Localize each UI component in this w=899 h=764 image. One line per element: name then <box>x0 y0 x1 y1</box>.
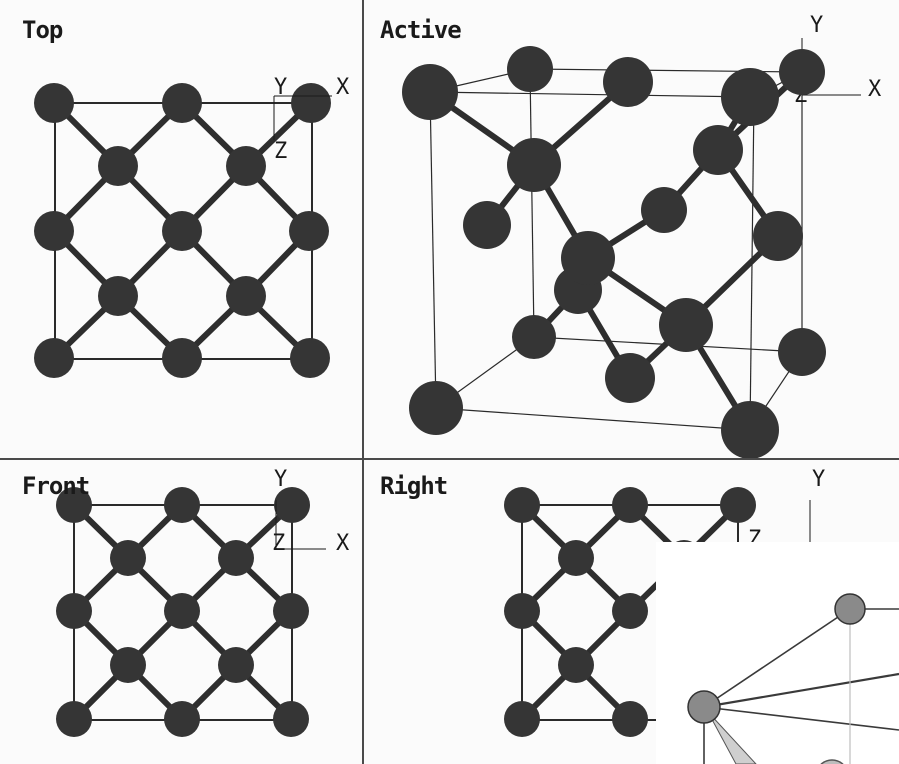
right-view-canvas: Y Z <box>504 467 899 764</box>
atom <box>612 701 648 737</box>
atom <box>721 401 779 458</box>
atom <box>558 540 594 576</box>
atom <box>56 593 92 629</box>
atom <box>56 701 92 737</box>
atom <box>162 338 202 378</box>
atom <box>34 211 74 251</box>
axis-y-label: Y <box>274 75 287 100</box>
atom <box>720 487 756 523</box>
atom <box>274 487 310 523</box>
atoms <box>504 487 756 737</box>
atom <box>753 211 803 261</box>
atom <box>504 487 540 523</box>
atoms <box>34 83 331 378</box>
viewport-active-label: Active <box>380 16 462 44</box>
atom <box>164 593 200 629</box>
atom <box>110 540 146 576</box>
atom <box>504 701 540 737</box>
atom <box>218 647 254 683</box>
active-view-canvas: X Y Z <box>402 13 882 458</box>
atom <box>110 647 146 683</box>
atom <box>273 593 309 629</box>
atom <box>641 187 687 233</box>
atom <box>507 46 553 92</box>
atom <box>561 231 615 285</box>
atom <box>779 49 825 95</box>
viewport-front-label: Front <box>22 472 90 500</box>
axis-gizmo: X Y Z <box>272 467 350 556</box>
atom <box>558 647 594 683</box>
viewport-front[interactable]: Front <box>0 460 362 764</box>
axis-x-label: X <box>336 75 350 100</box>
atom <box>98 146 138 186</box>
atom <box>507 138 561 192</box>
axis-z-label: Z <box>274 139 287 164</box>
atom <box>290 338 330 378</box>
axis-z-label: Z <box>272 531 285 556</box>
atom <box>820 759 844 764</box>
atom <box>98 276 138 316</box>
atom <box>721 68 779 126</box>
viewport-right[interactable]: Right <box>364 460 899 764</box>
atom <box>402 64 458 120</box>
atom <box>162 211 202 251</box>
axis-y-label: Y <box>812 467 825 492</box>
atom <box>512 315 556 359</box>
atom <box>778 328 826 376</box>
top-view-canvas: X Y Z <box>34 75 350 378</box>
axis-gizmo: Y Z <box>748 467 825 552</box>
atom <box>693 125 743 175</box>
atom <box>34 83 74 123</box>
atom <box>659 298 713 352</box>
atom <box>504 593 540 629</box>
atom <box>164 487 200 523</box>
front-view-canvas: X Y Z <box>56 467 350 737</box>
atom <box>612 487 648 523</box>
atom <box>603 57 653 107</box>
atom <box>218 540 254 576</box>
viewport-active[interactable]: Active X Y Z <box>364 0 899 458</box>
atom <box>687 690 721 724</box>
atom <box>34 338 74 378</box>
atom <box>226 146 266 186</box>
atom <box>226 276 266 316</box>
atom <box>409 381 463 435</box>
viewport-top-label: Top <box>22 16 63 44</box>
atom <box>56 487 92 523</box>
atom <box>164 701 200 737</box>
atom <box>612 593 648 629</box>
atom <box>162 83 202 123</box>
atom <box>291 83 331 123</box>
axis-gizmo: X Y Z <box>273 75 350 164</box>
inset-overlay-panel <box>656 542 899 764</box>
viewport-right-label: Right <box>380 472 448 500</box>
axis-y-label: Y <box>274 467 287 492</box>
atom <box>605 353 655 403</box>
axis-x-label: X <box>336 531 350 556</box>
atom <box>273 701 309 737</box>
axis-x-label: X <box>868 77 882 102</box>
vertical-divider[interactable] <box>362 0 364 764</box>
atoms <box>56 487 310 737</box>
horizontal-divider[interactable] <box>0 458 899 460</box>
atom <box>289 211 329 251</box>
axis-y-label: Y <box>810 13 823 38</box>
atom <box>834 593 866 625</box>
atoms <box>402 46 826 458</box>
viewport-top[interactable]: Top <box>0 0 362 458</box>
atom <box>463 201 511 249</box>
